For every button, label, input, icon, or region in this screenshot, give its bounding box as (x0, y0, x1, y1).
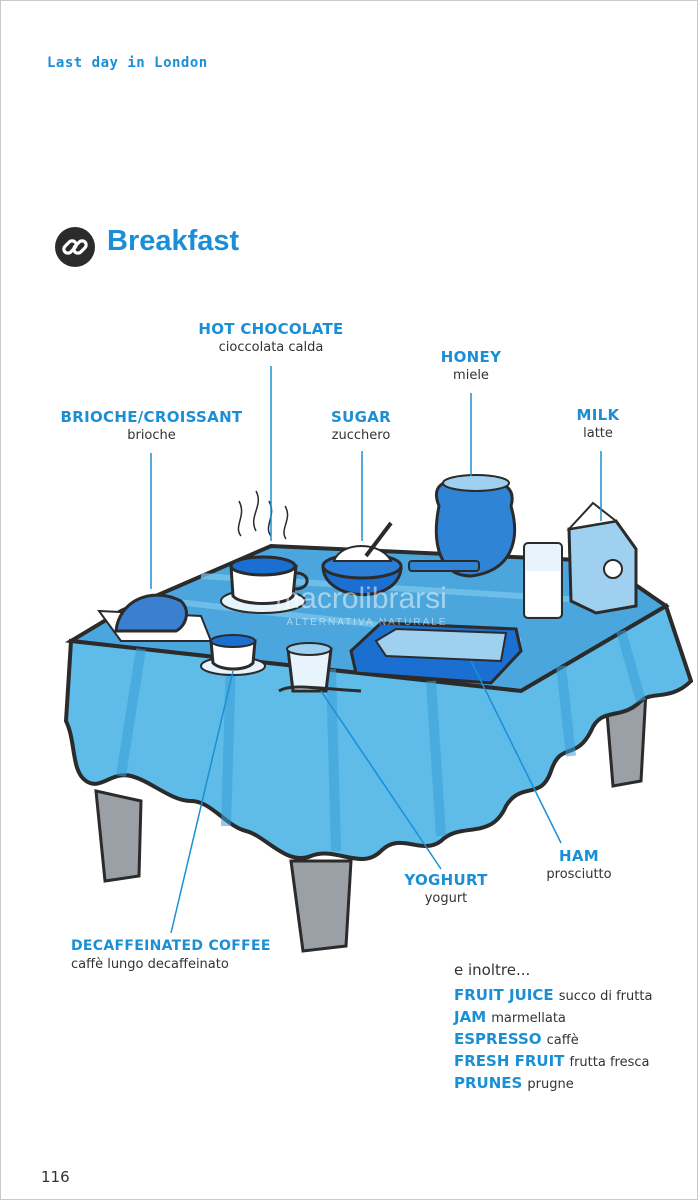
label-sugar-it: zucchero (331, 428, 391, 443)
page-number: 116 (41, 1168, 70, 1186)
link-icon (55, 227, 95, 267)
label-sugar: SUGAR zucchero (309, 407, 413, 445)
running-head: Last day in London (47, 55, 208, 71)
section-title: Breakfast (107, 225, 240, 257)
label-decaf-it: caffè lungo decaffeinato (71, 957, 229, 972)
extras-list: e inoltre... FRUIT JUICE succo di frutta… (454, 961, 652, 1095)
extras-heading: e inoltre... (454, 961, 531, 979)
label-decaf-en: DECAFFEINATED COFFEE (71, 938, 271, 954)
label-sugar-en: SUGAR (331, 408, 391, 426)
label-ham: HAM prosciutto (527, 846, 631, 884)
label-yoghurt-en: YOGHURT (404, 871, 488, 889)
label-brioche-it: brioche (127, 428, 176, 443)
watermark-title: macrolibrarsi (275, 582, 447, 615)
list-item: ESPRESSO caffè (454, 1029, 652, 1051)
label-ham-en: HAM (559, 847, 599, 865)
label-honey: HONEY miele (411, 347, 531, 385)
list-item: FRESH FRUIT frutta fresca (454, 1051, 652, 1073)
label-hot-chocolate: HOT CHOCOLATE cioccolata calda (191, 319, 351, 357)
extras-term: FRUIT JUICE (454, 986, 554, 1004)
label-decaf: DECAFFEINATED COFFEE caffè lungo decaffe… (71, 936, 281, 974)
extras-translation: succo di frutta (558, 989, 653, 1004)
label-milk: MILK latte (558, 405, 638, 443)
label-hot-chocolate-en: HOT CHOCOLATE (198, 320, 344, 338)
label-honey-it: miele (453, 368, 489, 383)
label-yoghurt: YOGHURT yogurt (391, 870, 501, 908)
label-honey-en: HONEY (440, 348, 502, 366)
label-milk-en: MILK (576, 406, 620, 424)
extras-translation: frutta fresca (569, 1055, 650, 1070)
extras-term: FRESH FRUIT (454, 1052, 565, 1070)
extras-term: ESPRESSO (454, 1030, 542, 1048)
label-brioche-en: BRIOCHE/CROISSANT (60, 408, 243, 426)
extras-translation: caffè (546, 1033, 579, 1048)
extras-term: JAM (454, 1008, 487, 1026)
list-item: PRUNES prugne (454, 1073, 652, 1095)
watermark-subtitle: ALTERNATIVA NATURALE (287, 617, 448, 628)
label-hot-chocolate-it: cioccolata calda (218, 340, 324, 355)
extras-translation: prugne (527, 1077, 574, 1092)
label-brioche: BRIOCHE/CROISSANT brioche (59, 407, 244, 445)
extras-term: PRUNES (454, 1074, 523, 1092)
extras-translation: marmellata (491, 1011, 566, 1026)
label-yoghurt-it: yogurt (424, 891, 468, 906)
list-item: FRUIT JUICE succo di frutta (454, 985, 652, 1007)
list-item: JAM marmellata (454, 1007, 652, 1029)
label-ham-it: prosciutto (546, 867, 612, 882)
label-milk-it: latte (583, 426, 613, 441)
